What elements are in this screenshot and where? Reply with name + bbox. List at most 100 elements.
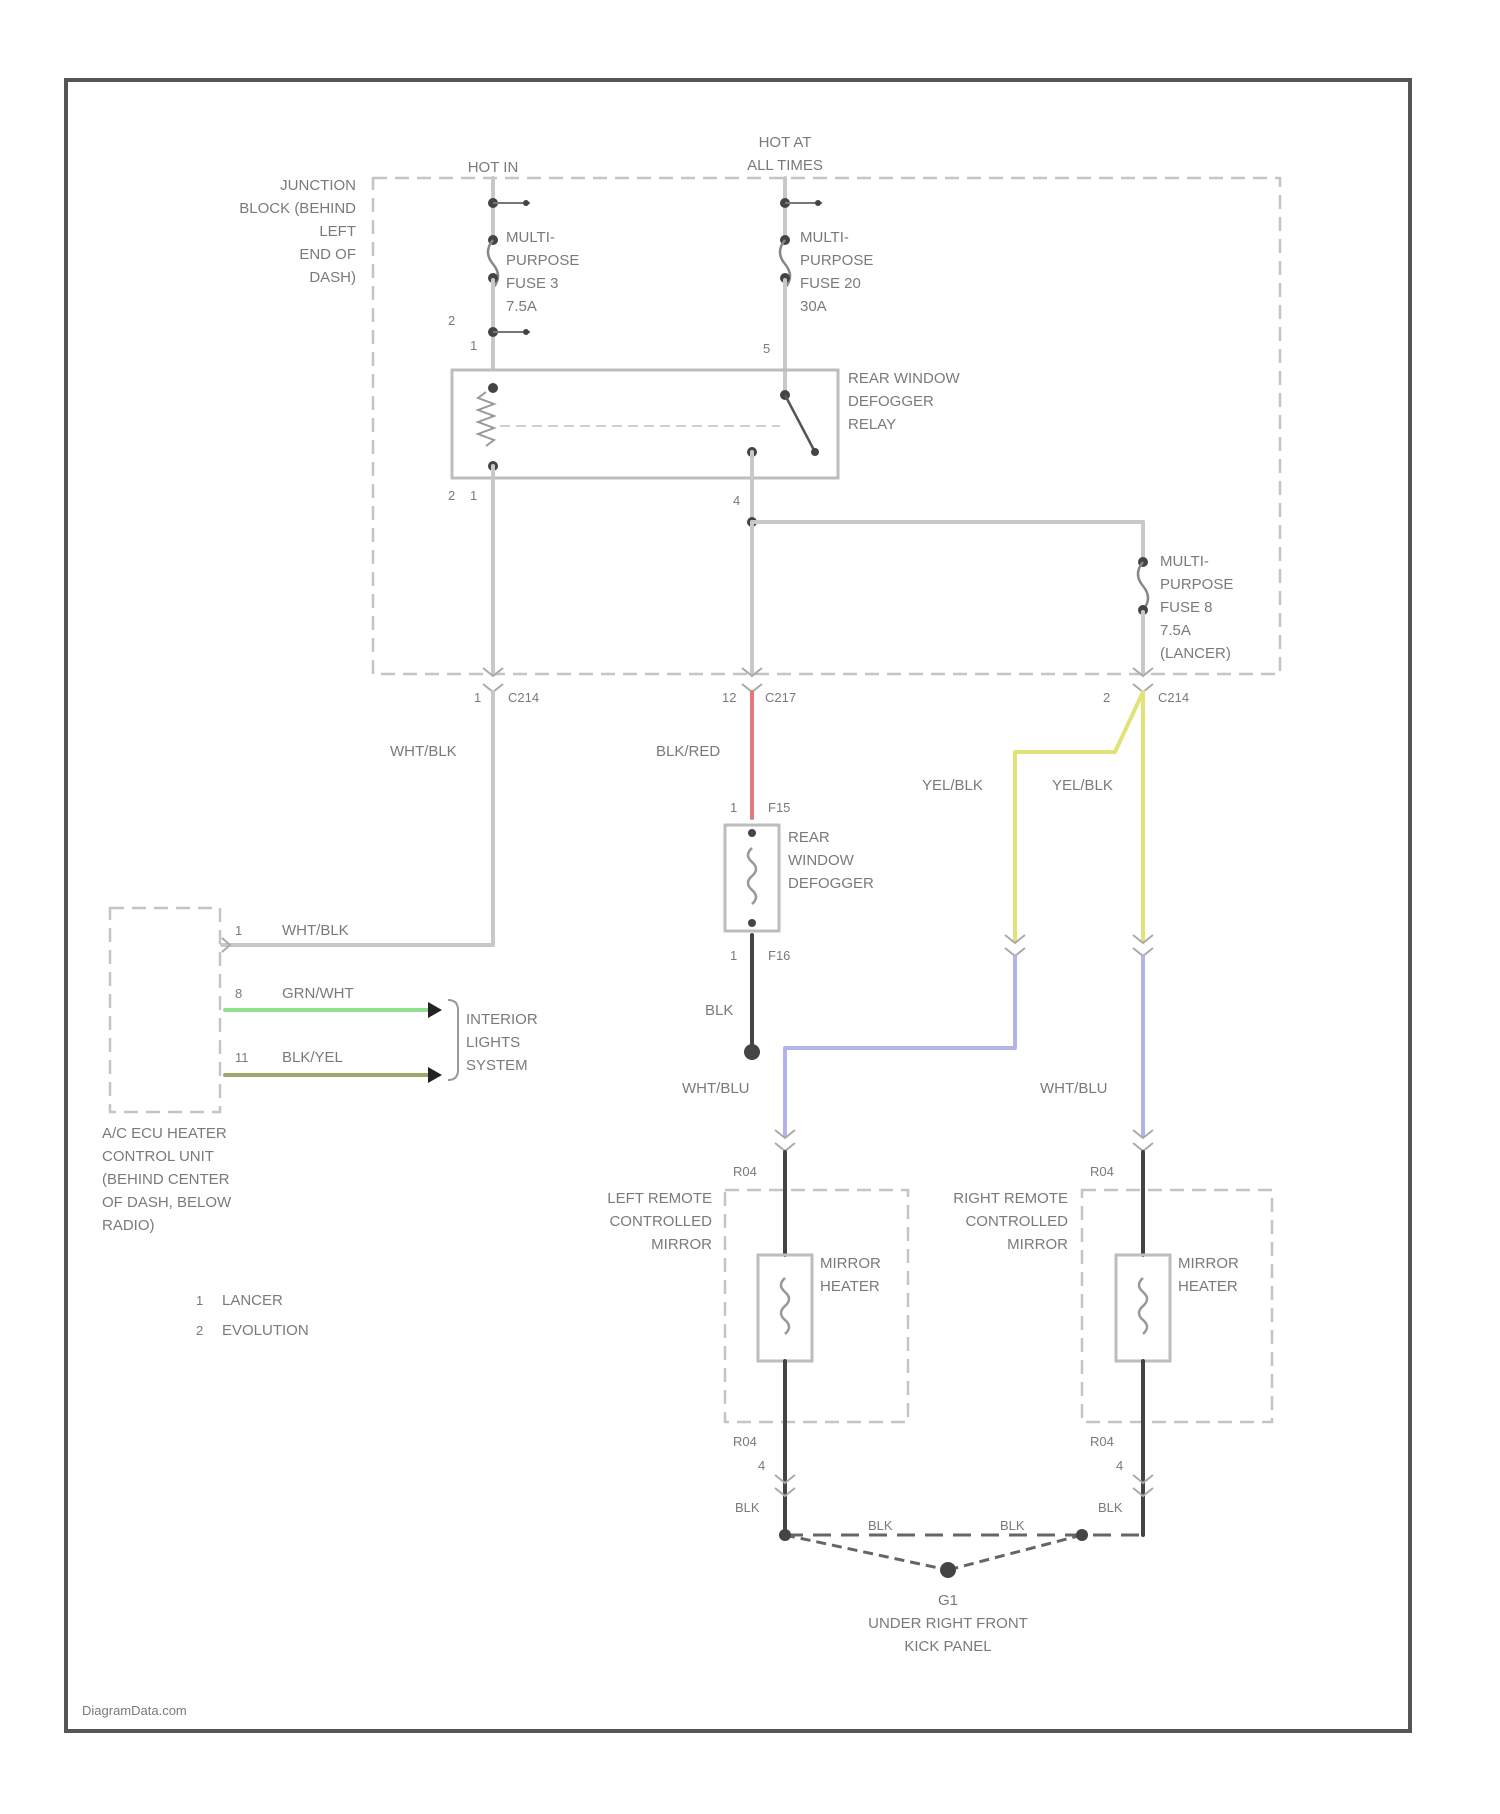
svg-text:(BEHIND CENTER: (BEHIND CENTER: [102, 1171, 230, 1188]
svg-text:LEFT: LEFT: [319, 223, 356, 240]
r04-left-top-label: R04: [733, 1164, 757, 1179]
svg-text:CONTROLLED: CONTROLLED: [609, 1213, 712, 1230]
svg-text:PURPOSE: PURPOSE: [506, 252, 579, 269]
legend-num-1: 1: [196, 1293, 203, 1308]
svg-text:PURPOSE: PURPOSE: [800, 252, 873, 269]
relay-pin-left-top-2: 1: [470, 338, 477, 353]
svg-text:SYSTEM: SYSTEM: [466, 1057, 528, 1074]
f15-pin: 1: [730, 800, 737, 815]
wire-label-yel-blk-right: YEL/BLK: [1052, 777, 1113, 794]
ground-id: G1: [938, 1592, 958, 1609]
left-mirror-heater: [758, 1255, 812, 1361]
wire-label-wht-blk-left: WHT/BLK: [390, 743, 457, 760]
right-mirror-label: RIGHT REMOTE CONTROLLED MIRROR: [953, 1190, 1068, 1253]
svg-text:RADIO): RADIO): [102, 1217, 155, 1234]
fuse-8-circuit: [747, 517, 1148, 673]
diagram-frame: [66, 80, 1410, 1731]
wire-wht-blk-to-ecu: [222, 692, 493, 945]
left-mirror-label: LEFT REMOTE CONTROLLED MIRROR: [607, 1190, 712, 1253]
hot-in-label: HOT IN: [468, 159, 519, 176]
arrow-grn-wht: [428, 1002, 442, 1018]
right-mirror-heater: [1116, 1255, 1170, 1361]
wire-label-yel-blk-left: YEL/BLK: [922, 777, 983, 794]
svg-text:DEFOGGER: DEFOGGER: [848, 393, 934, 410]
svg-text:REAR WINDOW: REAR WINDOW: [848, 370, 961, 387]
ground-wiring: [779, 1529, 1143, 1578]
arrow-blk-yel: [428, 1067, 442, 1083]
watermark: DiagramData.com: [82, 1703, 187, 1718]
svg-text:DASH): DASH): [309, 269, 356, 286]
defogger-label: REAR WINDOW DEFOGGER: [788, 829, 874, 892]
svg-text:END OF: END OF: [299, 246, 356, 263]
svg-text:MIRROR: MIRROR: [820, 1255, 881, 1272]
svg-text:LEFT REMOTE: LEFT REMOTE: [607, 1190, 712, 1207]
relay-pin-left-bottom-1: 2: [448, 488, 455, 503]
svg-text:RELAY: RELAY: [848, 416, 896, 433]
wire-label-blk-red: BLK/RED: [656, 743, 720, 760]
svg-text:FUSE 8: FUSE 8: [1160, 599, 1213, 616]
legend-num-2: 2: [196, 1323, 203, 1338]
legend: 1 LANCER 2 EVOLUTION: [196, 1292, 309, 1339]
svg-text:7.5A: 7.5A: [506, 298, 537, 315]
wire-label-blk-right: BLK: [1098, 1500, 1123, 1515]
r04-left-bottom-label: R04: [733, 1434, 757, 1449]
svg-text:DEFOGGER: DEFOGGER: [788, 875, 874, 892]
rear-window-defogger: [725, 825, 779, 931]
wire-label-blk-left: BLK: [735, 1500, 760, 1515]
f15-label: F15: [768, 800, 790, 815]
fuse-8-label: MULTI- PURPOSE FUSE 8 7.5A (LANCER): [1160, 553, 1233, 662]
svg-text:PURPOSE: PURPOSE: [1160, 576, 1233, 593]
rear-window-defogger-relay: [452, 370, 838, 522]
wire-label-wht-blu-left: WHT/BLU: [682, 1080, 750, 1097]
svg-text:REAR: REAR: [788, 829, 830, 846]
r04-right-bottom-label: R04: [1090, 1434, 1114, 1449]
f16-label: F16: [768, 948, 790, 963]
left-mirror-outline: [725, 1190, 908, 1422]
wire-wht-blu-left: [785, 956, 1015, 1135]
ground-location-1: UNDER RIGHT FRONT: [868, 1615, 1028, 1632]
relay-pin-left-top-1: 2: [448, 313, 455, 328]
wire-yel-blk-left: [1015, 692, 1143, 940]
svg-text:INTERIOR: INTERIOR: [466, 1011, 538, 1028]
svg-text:(LANCER): (LANCER): [1160, 645, 1231, 662]
wire-label-blk-defogger: BLK: [705, 1002, 733, 1019]
svg-text:MIRROR: MIRROR: [1007, 1236, 1068, 1253]
legend-text-2: EVOLUTION: [222, 1322, 309, 1339]
svg-text:MIRROR: MIRROR: [1178, 1255, 1239, 1272]
svg-text:MULTI-: MULTI-: [506, 229, 555, 246]
c217-label: C217: [765, 690, 796, 705]
svg-text:RIGHT REMOTE: RIGHT REMOTE: [953, 1190, 1068, 1207]
svg-text:A/C ECU HEATER: A/C ECU HEATER: [102, 1125, 227, 1142]
c217-pin: 12: [722, 690, 736, 705]
wire-label-blk-yel: BLK/YEL: [282, 1049, 343, 1066]
r04-right-top-label: R04: [1090, 1164, 1114, 1179]
relay-pin-bottom: 4: [733, 493, 740, 508]
svg-text:MIRROR: MIRROR: [651, 1236, 712, 1253]
wire-label-wht-blu-right: WHT/BLU: [1040, 1080, 1108, 1097]
svg-text:MULTI-: MULTI-: [1160, 553, 1209, 570]
ecu-pin-8: 8: [235, 986, 242, 1001]
ecu-pin-1: 1: [235, 923, 242, 938]
fuse-3-circuit: [488, 178, 530, 368]
c214-left-pin: 1: [474, 690, 481, 705]
svg-text:BLOCK (BEHIND: BLOCK (BEHIND: [239, 200, 356, 217]
svg-text:MULTI-: MULTI-: [800, 229, 849, 246]
fuse-3-label: MULTI- PURPOSE FUSE 3 7.5A: [506, 229, 579, 315]
svg-text:JUNCTION: JUNCTION: [280, 177, 356, 194]
interior-lights-bracket: [448, 1000, 458, 1080]
right-mirror-heater-label: MIRROR HEATER: [1178, 1255, 1239, 1295]
relay-pin-right-top: 5: [763, 341, 770, 356]
c214-right-label: C214: [1158, 690, 1189, 705]
svg-text:HEATER: HEATER: [820, 1278, 880, 1295]
pin-left-bottom: 4: [758, 1458, 765, 1473]
c214-right-pin: 2: [1103, 690, 1110, 705]
left-mirror-heater-label: MIRROR HEATER: [820, 1255, 881, 1295]
svg-text:CONTROL UNIT: CONTROL UNIT: [102, 1148, 214, 1165]
hot-at-all-times-label-1: HOT AT: [759, 134, 812, 151]
svg-text:LIGHTS: LIGHTS: [466, 1034, 520, 1051]
wire-label-wht-blk-ecu: WHT/BLK: [282, 922, 349, 939]
junction-block-label: JUNCTION BLOCK (BEHIND LEFT END OF DASH): [239, 177, 356, 286]
svg-text:HEATER: HEATER: [1178, 1278, 1238, 1295]
wire-label-grn-wht: GRN/WHT: [282, 985, 354, 1002]
